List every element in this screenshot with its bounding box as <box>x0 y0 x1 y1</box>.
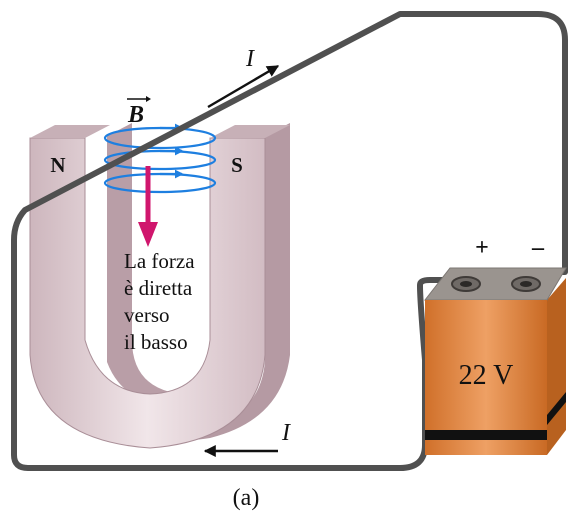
negative-terminal-hole <box>520 281 532 287</box>
minus-terminal-label: – <box>531 235 545 261</box>
north-pole-top <box>30 125 110 138</box>
current-bottom: I <box>203 420 291 457</box>
current-top: I <box>207 46 280 109</box>
battery-side <box>547 278 566 455</box>
vector-arrowhead-icon <box>146 96 151 102</box>
magnet-side <box>107 123 240 405</box>
south-pole-top <box>210 125 290 138</box>
force-text-line-4: il basso <box>124 330 188 354</box>
field-label-text: B <box>127 102 144 128</box>
circuit-wire <box>11 11 568 471</box>
horseshoe-magnet <box>29 123 290 449</box>
force-text-line-2: è diretta <box>124 276 193 300</box>
battery-voltage: 22 V <box>459 360 514 391</box>
battery-body <box>425 300 547 455</box>
force-arrowhead-icon <box>138 222 158 247</box>
positive-terminal-hole <box>460 281 472 287</box>
force-text-line-1: La forza <box>124 249 195 273</box>
figure-caption: (a) <box>233 485 260 511</box>
battery-top <box>423 267 567 301</box>
magnetic-field-lines <box>103 123 217 194</box>
current-label-bottom: I <box>281 420 291 446</box>
magnet-face <box>29 137 266 449</box>
force-arrow <box>138 166 158 247</box>
battery-side-stripe <box>547 392 566 425</box>
force-text-line-3: verso <box>124 303 170 327</box>
battery: 22 V <box>423 267 567 455</box>
field-label: B <box>127 96 151 128</box>
force-description: La forza è diretta verso il basso <box>124 249 195 354</box>
plus-terminal-label: + <box>475 235 489 261</box>
south-pole-label: S <box>231 153 243 177</box>
current-label-top: I <box>245 46 255 72</box>
magnet-outer-side <box>100 123 290 441</box>
current-arrow-top <box>207 64 280 109</box>
north-pole-label: N <box>50 153 65 177</box>
battery-stripe <box>425 430 547 440</box>
